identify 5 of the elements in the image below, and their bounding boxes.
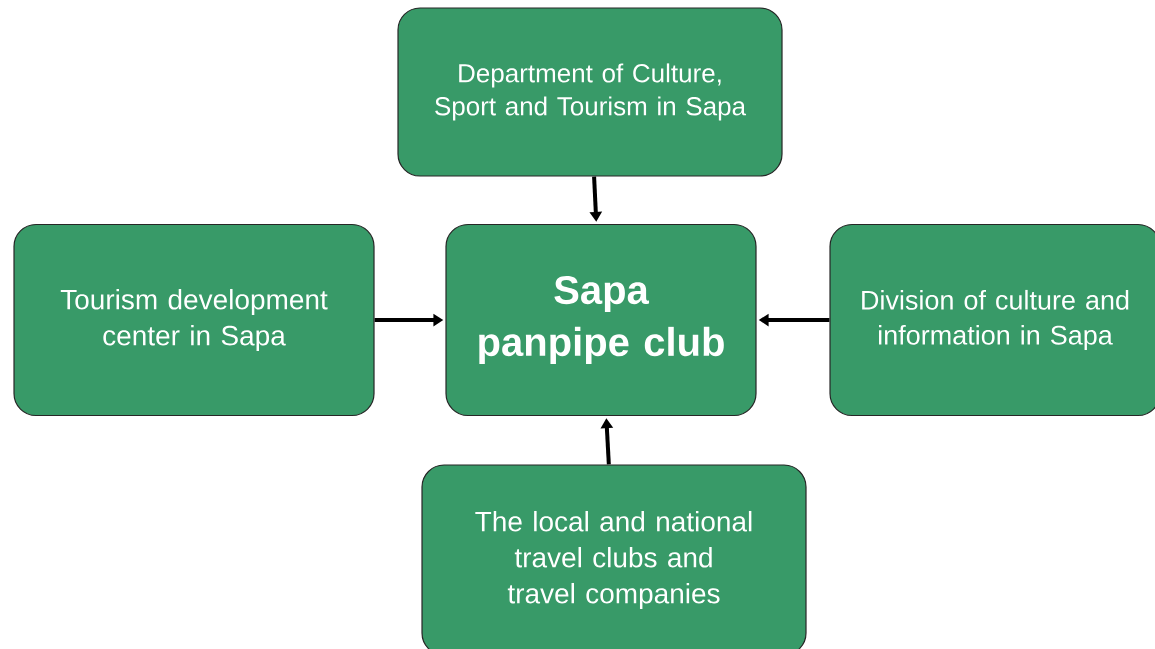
process-box: Tourism development center in Sapa <box>13 223 375 417</box>
process-box: Department of Culture, Sport and Tourism in Sapa <box>397 7 783 177</box>
process-box: Sapa panpipe club <box>445 223 757 417</box>
process-box: Division of culture and information in Sapa <box>829 223 1155 417</box>
process-box: The local and national travel clubs and travel companies <box>421 464 807 649</box>
